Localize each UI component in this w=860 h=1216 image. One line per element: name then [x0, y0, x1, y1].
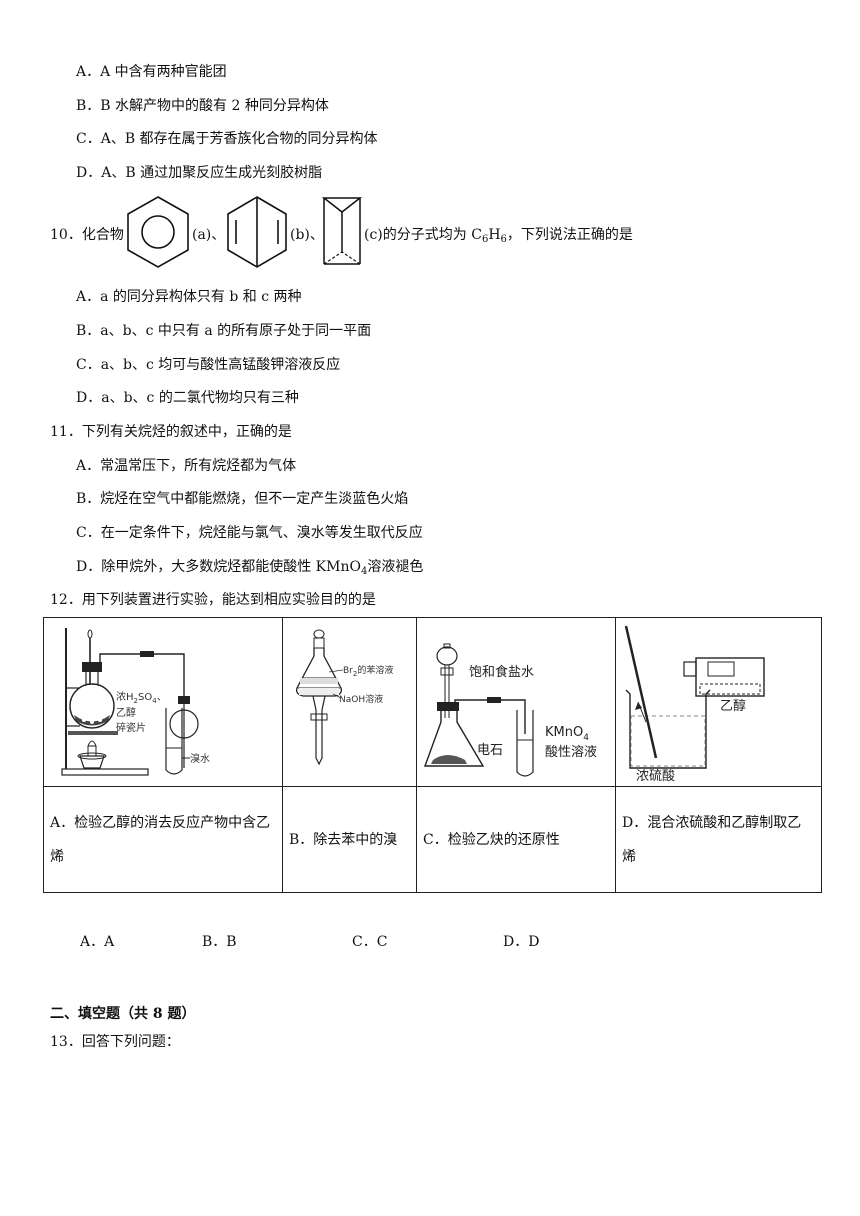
caption-d: D．混合浓硫酸和乙醇制取乙烯 [615, 786, 822, 893]
q11-option-d: D．除甲烷外，大多数烷烃都能使酸性 KMnO4溶液褪色 [76, 559, 424, 577]
apparatus-b-cell: Br2的苯溶液 NaOH溶液 [282, 617, 417, 787]
q11-option-b: B．烷烃在空气中都能燃烧，但不一定产生淡蓝色火焰 [76, 491, 409, 507]
apparatus-d-label-ethanol: 乙醇 [720, 698, 746, 714]
apparatus-d-label-sulfuric: 浓硫酸 [636, 769, 675, 782]
q12-apparatus-table: 浓H2SO4、 乙醇 碎瓷片 溴水 [43, 617, 822, 893]
q9-option-c: C．A、B 都存在属于芳香族化合物的同分异构体 [76, 131, 378, 147]
q10-stem-tail: (c)的分子式均为 C6H6，下列说法正确的是 [364, 227, 633, 245]
prismane-structure [321, 197, 363, 265]
q11-option-c: C．在一定条件下，烷烃能与氯气、溴水等发生取代反应 [76, 525, 423, 541]
q10-label-a: (a)、 [192, 227, 226, 243]
q12-answer-b: B．B [202, 934, 237, 950]
caption-c: C．检验乙炔的还原性 [416, 786, 616, 893]
apparatus-b-label-bromine: Br2的苯溶液 [343, 664, 393, 678]
apparatus-d-cell: 乙醇 浓硫酸 [615, 617, 822, 787]
apparatus-c-diagram: 饱和食盐水 电石 KMnO4 酸性溶液 [424, 643, 597, 777]
q9-option-b: B．B 水解产物中的酸有 2 种同分异构体 [76, 98, 329, 114]
benzene-structure [127, 196, 189, 268]
q10-option-b: B．a、b、c 中只有 a 的所有原子处于同一平面 [76, 323, 372, 339]
q12-answer-d: D．D [503, 934, 540, 950]
apparatus-c-label-acidic: 酸性溶液 [545, 745, 597, 760]
q12-answer-a: A．A [80, 934, 115, 950]
apparatus-a-label-ethanol: 乙醇 [116, 706, 136, 719]
apparatus-c-label-brine: 饱和食盐水 [469, 664, 534, 680]
q12-answer-c: C．C [352, 934, 388, 950]
q11-stem: 11．下列有关烷烃的叙述中，正确的是 [50, 424, 292, 440]
apparatus-a-label-acid: 浓H2SO4、 [116, 691, 167, 705]
apparatus-a-cell: 浓H2SO4、 乙醇 碎瓷片 溴水 [43, 617, 283, 787]
caption-b: B．除去苯中的溴 [282, 786, 417, 893]
apparatus-a-diagram: 浓H2SO4、 乙醇 碎瓷片 溴水 [61, 628, 210, 776]
apparatus-a-label-chips: 碎瓷片 [116, 721, 146, 734]
q9-option-d: D．A、B 通过加聚反应生成光刻胶树脂 [76, 165, 323, 181]
q9-option-a: A．A 中含有两种官能团 [76, 64, 227, 80]
apparatus-c-label-kmno4: KMnO4 [545, 725, 589, 743]
q10-label-b: (b)、 [290, 227, 324, 243]
apparatus-d-diagram: 乙醇 浓硫酸 [624, 625, 765, 784]
caption-a: A．检验乙醇的消去反应产物中含乙烯 [43, 786, 283, 893]
q13-stem: 13．回答下列问题： [50, 1034, 180, 1050]
apparatus-b-diagram: Br2的苯溶液 NaOH溶液 [295, 629, 393, 766]
q12-stem: 12．用下列装置进行实验，能达到相应实验目的的是 [50, 592, 376, 608]
q10-option-d: D．a、b、c 的二氯代物均只有三种 [76, 390, 299, 406]
q10-number: 10．化合物 [50, 227, 124, 243]
apparatus-c-label-carbide: 电石 [477, 743, 503, 758]
apparatus-c-cell: 饱和食盐水 电石 KMnO4 酸性溶液 [416, 617, 616, 787]
q11-option-a: A．常温常压下，所有烷烃都为气体 [76, 458, 297, 474]
q10-option-c: C．a、b、c 均可与酸性高锰酸钾溶液反应 [76, 357, 341, 373]
q10-option-a: A．a 的同分异构体只有 b 和 c 两种 [76, 289, 302, 305]
section-title: 二、填空题（共 8 题） [50, 1006, 196, 1022]
dewar-benzene-structure [227, 196, 287, 268]
apparatus-b-label-naoh: NaOH溶液 [339, 693, 383, 705]
apparatus-a-label-bromine-water: 溴水 [190, 752, 210, 765]
